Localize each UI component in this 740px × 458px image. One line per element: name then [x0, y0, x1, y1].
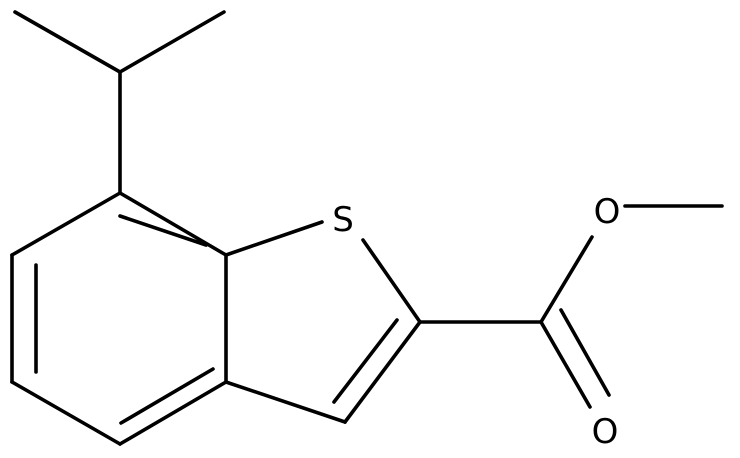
atom-sulfur-label: S — [332, 200, 354, 240]
bond-c4-c3a-double — [119, 367, 215, 425]
bond-carbonyl-double-b — [559, 308, 611, 397]
bond-carbonyl-double-a — [539, 320, 592, 409]
atom-ester-oxygen-label: O — [594, 192, 621, 232]
bond-c7a-s — [224, 220, 324, 257]
bond-c7a-c7 — [118, 191, 228, 257]
bond-c3-c3a — [224, 380, 347, 424]
bond-methyl-left — [13, 10, 122, 74]
bond-c7-c6 — [10, 191, 122, 257]
atom-carbonyl-oxygen-label: O — [592, 412, 619, 452]
bond-s-c2 — [361, 238, 422, 324]
bond-methyl-right — [118, 10, 226, 74]
bond-c2-c3-double — [332, 318, 399, 404]
bond-c5-c4 — [10, 380, 122, 446]
bond-c4-c3a — [118, 380, 228, 446]
bond-carbonyl-o-ester — [539, 235, 594, 324]
bond-c7a-c7-double — [118, 214, 208, 247]
bond-c2-c3 — [343, 320, 422, 424]
